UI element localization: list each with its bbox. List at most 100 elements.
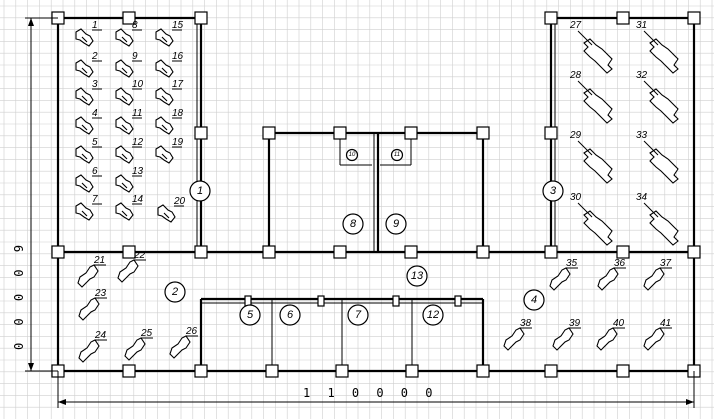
- column-marker: [262, 245, 276, 259]
- column-marker: [404, 245, 418, 259]
- machine-number: 7: [92, 194, 98, 205]
- column-marker: [544, 11, 558, 25]
- machine-35: 35: [549, 258, 578, 291]
- column-marker: [544, 126, 558, 140]
- machine-37: 37: [643, 258, 672, 291]
- machine-10: 10: [115, 79, 144, 106]
- column-marker: [194, 245, 208, 259]
- building-walls: [56, 16, 696, 373]
- column-marker: [616, 245, 630, 259]
- machine-39: 39: [552, 318, 581, 351]
- machine-26: 26: [169, 326, 198, 359]
- machine-number: 28: [569, 70, 582, 81]
- column-marker: [262, 126, 276, 140]
- room-number: 1: [197, 185, 203, 197]
- column-marker: [335, 364, 349, 378]
- machine-number: 12: [132, 137, 144, 148]
- machine-number: 14: [132, 194, 144, 205]
- machine-30: 30: [570, 192, 613, 246]
- room-number: 5: [247, 309, 254, 321]
- machine-number: 32: [636, 70, 648, 81]
- machine-number: 27: [569, 20, 582, 31]
- machine-17: 17: [155, 79, 184, 106]
- small-marker-10: 10: [345, 148, 359, 162]
- room-number: 4: [531, 294, 537, 306]
- room-number: 13: [411, 270, 424, 282]
- machine-number: 40: [613, 318, 625, 329]
- machine-number: 41: [660, 318, 671, 329]
- machine-number: 36: [614, 258, 626, 269]
- machine-24: 24: [78, 330, 107, 363]
- room-number: 3: [550, 185, 557, 197]
- machine-8: 8: [115, 20, 142, 47]
- machine-15: 15: [155, 20, 184, 47]
- column-marker: [194, 126, 208, 140]
- room-marker-2: 2: [164, 281, 186, 303]
- machine-number: 38: [520, 318, 532, 329]
- machine-16: 16: [155, 51, 184, 78]
- machine-number: 6: [92, 166, 98, 177]
- small-marker-11: 11: [390, 148, 404, 162]
- machine-38: 38: [503, 318, 532, 351]
- machine-number: 37: [660, 258, 672, 269]
- machine-3: 3: [75, 79, 102, 106]
- machine-34: 34: [636, 192, 679, 246]
- machine-number: 2: [91, 51, 98, 62]
- small-marker-number: 10: [349, 152, 356, 158]
- column-marker: [122, 245, 136, 259]
- structural-columns: [51, 11, 701, 378]
- column-marker: [194, 11, 208, 25]
- column-marker: [544, 245, 558, 259]
- room-number: 2: [171, 286, 178, 298]
- machine-number: 1: [92, 20, 98, 31]
- room-marker-7: 7: [347, 304, 369, 326]
- height-dimension-label: 6 0 0 0 0: [11, 245, 25, 355]
- machine-number: 11: [132, 108, 142, 119]
- column-marker: [476, 126, 490, 140]
- column-marker: [404, 126, 418, 140]
- room-marker-3: 3: [542, 180, 564, 202]
- machine-number: 25: [140, 328, 153, 339]
- column-marker: [265, 364, 279, 378]
- machine-4: 4: [75, 108, 102, 135]
- room-number: 12: [427, 309, 439, 321]
- machine-number: 16: [172, 51, 184, 62]
- column-marker: [333, 245, 347, 259]
- machine-number: 13: [132, 166, 144, 177]
- machine-5: 5: [75, 137, 102, 164]
- machine-number: 23: [94, 288, 107, 299]
- machine-7: 7: [75, 194, 102, 221]
- machine-22: 22: [117, 250, 146, 283]
- machine-number: 8: [132, 20, 138, 31]
- machine-number: 9: [132, 51, 138, 62]
- machine-number: 21: [93, 255, 105, 266]
- machine-11: 11: [115, 108, 142, 135]
- room-number: 8: [350, 218, 357, 230]
- machine-number: 18: [172, 108, 184, 119]
- column-marker: [122, 11, 136, 25]
- machine-13: 13: [115, 166, 144, 193]
- machine-number: 26: [185, 326, 198, 337]
- machine-33: 33: [636, 130, 679, 184]
- machine-25: 25: [124, 328, 153, 361]
- column-marker: [476, 364, 490, 378]
- column-marker: [194, 364, 208, 378]
- machine-number: 19: [172, 137, 184, 148]
- machine-number: 17: [172, 79, 184, 90]
- machine-32: 32: [636, 70, 679, 124]
- machine-14: 14: [115, 194, 144, 221]
- room-marker-8: 8: [342, 213, 364, 235]
- machine-number: 31: [636, 20, 647, 31]
- machine-36: 36: [597, 258, 626, 291]
- machine-number: 15: [172, 20, 184, 31]
- room-marker-9: 9: [385, 213, 407, 235]
- machine-number: 22: [133, 250, 146, 261]
- machine-number: 3: [92, 79, 98, 90]
- machine-number: 30: [570, 192, 582, 203]
- machine-40: 40: [596, 318, 625, 351]
- machine-21: 21: [77, 255, 106, 288]
- column-marker: [405, 364, 419, 378]
- column-marker: [544, 364, 558, 378]
- machine-9: 9: [115, 51, 142, 78]
